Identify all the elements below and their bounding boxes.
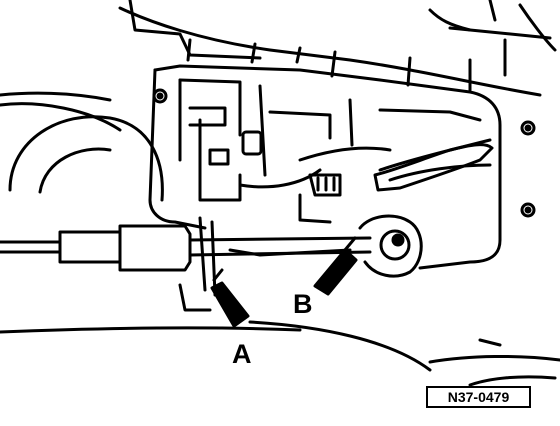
cable-eyelet (358, 214, 423, 278)
mounting-bolt (520, 120, 536, 136)
callout-label-a: A (232, 339, 252, 369)
selector-lever (298, 143, 494, 224)
figure-reference-code: N37-0479 (426, 386, 531, 408)
upper-housing (0, 0, 557, 102)
mounting-bolt (520, 202, 536, 218)
mounting-bolt (152, 88, 168, 104)
callout-label-b: B (293, 289, 313, 319)
pointer-arrow-icon (313, 236, 358, 296)
retaining-clip (208, 130, 263, 166)
lower-contour (0, 320, 560, 387)
control-cable (0, 216, 372, 312)
pointer-arrow-icon (210, 268, 250, 328)
round-boss (0, 102, 164, 202)
